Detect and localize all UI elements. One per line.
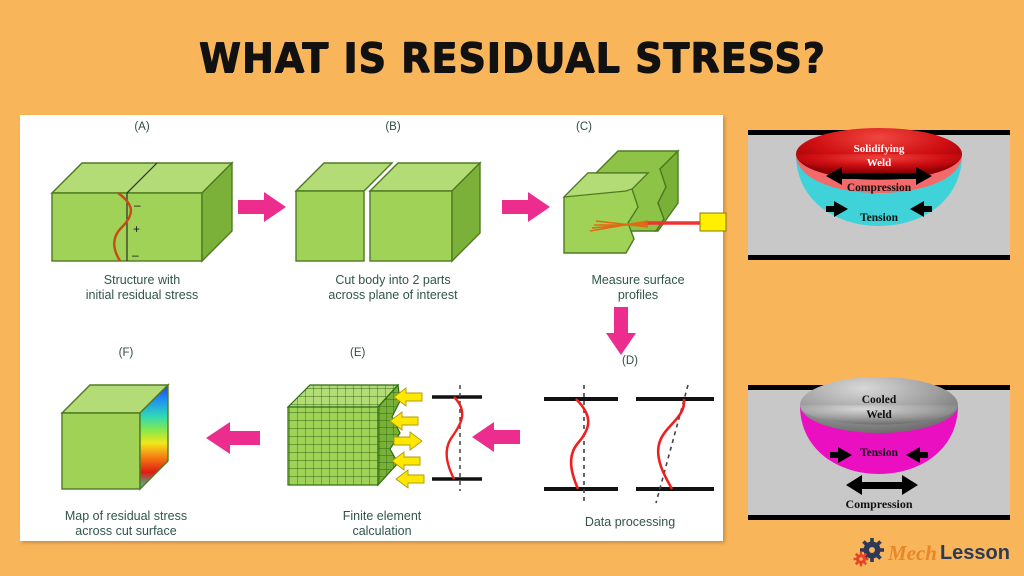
step-b-caption-line1: Cut body into 2 parts [335, 273, 451, 287]
gear-icon [853, 538, 884, 567]
step-f-caption-line2: across cut surface [75, 524, 177, 538]
cooled-weld-title: Cooled Weld [748, 393, 1010, 423]
cooled-weld-illustration [800, 377, 958, 495]
step-a-sign-minus-bottom: – [132, 248, 139, 262]
weld-panel-cooled: Cooled Weld Tension Compression [748, 377, 1010, 520]
cooled-compression-label: Compression [845, 497, 913, 511]
process-step-f: (F) Map of resi [42, 347, 210, 541]
process-diagram-panel: (A) – + – Structure with initial residua… [20, 115, 727, 541]
solidifying-weld-title-line2: Weld [866, 157, 892, 169]
step-b-illustration [294, 161, 482, 263]
process-step-a: (A) – + – Structure with initial residua… [38, 121, 246, 311]
laser-source-icon [699, 212, 727, 232]
step-e-caption-line1: Finite element [342, 509, 422, 523]
step-e-label: (E) [350, 347, 366, 359]
cooled-weld-title-line1: Cooled [861, 394, 897, 406]
page-title: WHAT IS RESIDUAL STRESS? [198, 34, 826, 82]
step-c-caption-line1: Measure surface [591, 273, 685, 287]
step-c-caption-line2: profiles [617, 288, 659, 302]
step-f-caption-line1: Map of residual stress [64, 509, 188, 523]
cooled-tension-label: Tension [860, 447, 898, 459]
step-a-caption: Structure with initial residual stress [38, 273, 246, 303]
cooled-weld-title-line2: Weld [866, 409, 892, 421]
step-c-illustration [562, 149, 727, 254]
solidifying-tension-label: Tension [860, 212, 898, 224]
solidifying-compression-label: Compression [846, 182, 912, 194]
step-f-illustration [60, 383, 170, 491]
process-step-e: (E) [282, 347, 482, 541]
arrow-e-to-f [206, 422, 260, 454]
step-d-label: (D) [622, 355, 638, 367]
solidifying-weld-illustration [796, 128, 962, 226]
weld-panel-solidifying: Solidifying Weld Compression Tension [748, 128, 1010, 260]
step-a-sign-minus-top: – [134, 198, 141, 212]
step-b-caption-line2: across plane of interest [328, 288, 458, 302]
step-d-illustration [544, 384, 714, 504]
arrow-b-to-c [502, 192, 550, 222]
logo-text-mech: Mech [887, 540, 937, 565]
step-a-caption-line2: initial residual stress [85, 288, 199, 302]
process-step-b: (B) Cut body into 2 parts across plane o… [288, 121, 498, 311]
process-step-c: (C) Measure surface profiles [548, 121, 728, 311]
step-b-caption: Cut body into 2 parts across plane of in… [288, 273, 498, 303]
step-e-caption-line2: calculation [352, 524, 412, 538]
step-d-caption: Data processing [532, 515, 728, 530]
logo-text-lesson: Lesson [939, 541, 1010, 564]
step-b-label: (B) [385, 121, 401, 133]
step-a-illustration: – + – [50, 161, 234, 263]
step-e-caption: Finite element calculation [282, 509, 482, 539]
arrow-a-to-b [238, 192, 286, 222]
step-c-label: (C) [576, 121, 592, 133]
step-e-illustration [286, 383, 482, 491]
arrow-d-to-e [472, 422, 520, 452]
logo[interactable]: Mech Lesson [853, 538, 1010, 568]
step-d-caption-line1: Data processing [584, 515, 676, 529]
step-a-sign-plus: + [133, 222, 140, 236]
step-f-label: (F) [118, 347, 134, 359]
process-step-d: (D) Data processing [532, 355, 728, 541]
step-a-label: (A) [134, 121, 150, 133]
solidifying-weld-title-line1: Solidifying [853, 143, 905, 155]
step-c-caption: Measure surface profiles [548, 273, 728, 303]
step-f-caption: Map of residual stress across cut surfac… [42, 509, 210, 539]
arrow-c-to-d [606, 307, 636, 355]
solidifying-weld-title: Solidifying Weld [748, 142, 1010, 170]
step-a-caption-line1: Structure with [103, 273, 181, 287]
